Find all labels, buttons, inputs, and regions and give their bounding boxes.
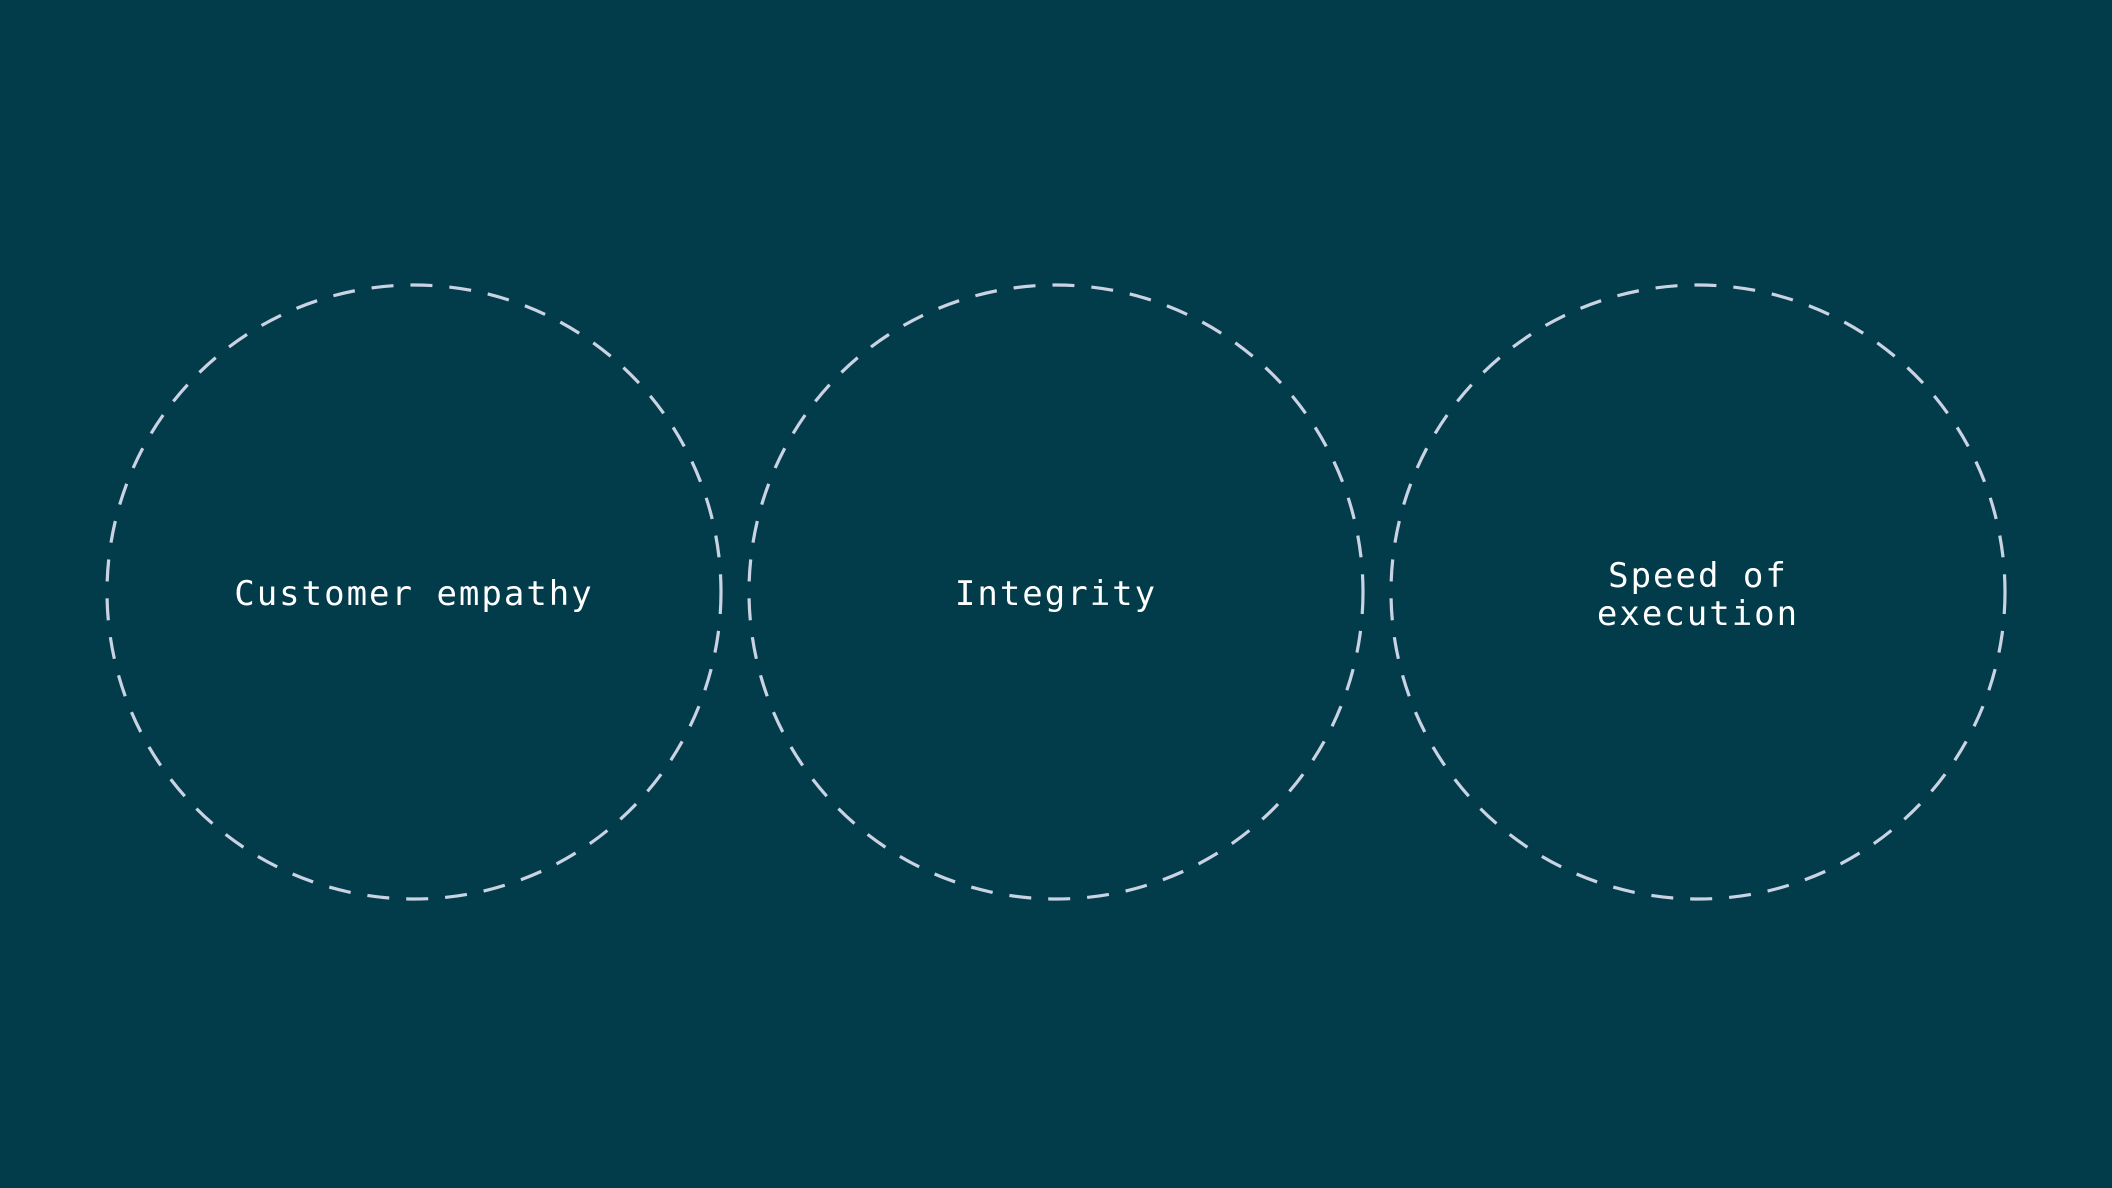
value-circle-integrity: [747, 283, 1365, 901]
value-label-integrity: Integrity: [954, 574, 1158, 614]
value-label-speed-of-execution: Speed of execution: [1596, 556, 1800, 634]
value-label-customer-empathy: Customer empathy: [234, 574, 594, 614]
value-circle-customer-empathy: [105, 283, 723, 901]
value-circle-speed-of-execution: [1389, 283, 2007, 901]
